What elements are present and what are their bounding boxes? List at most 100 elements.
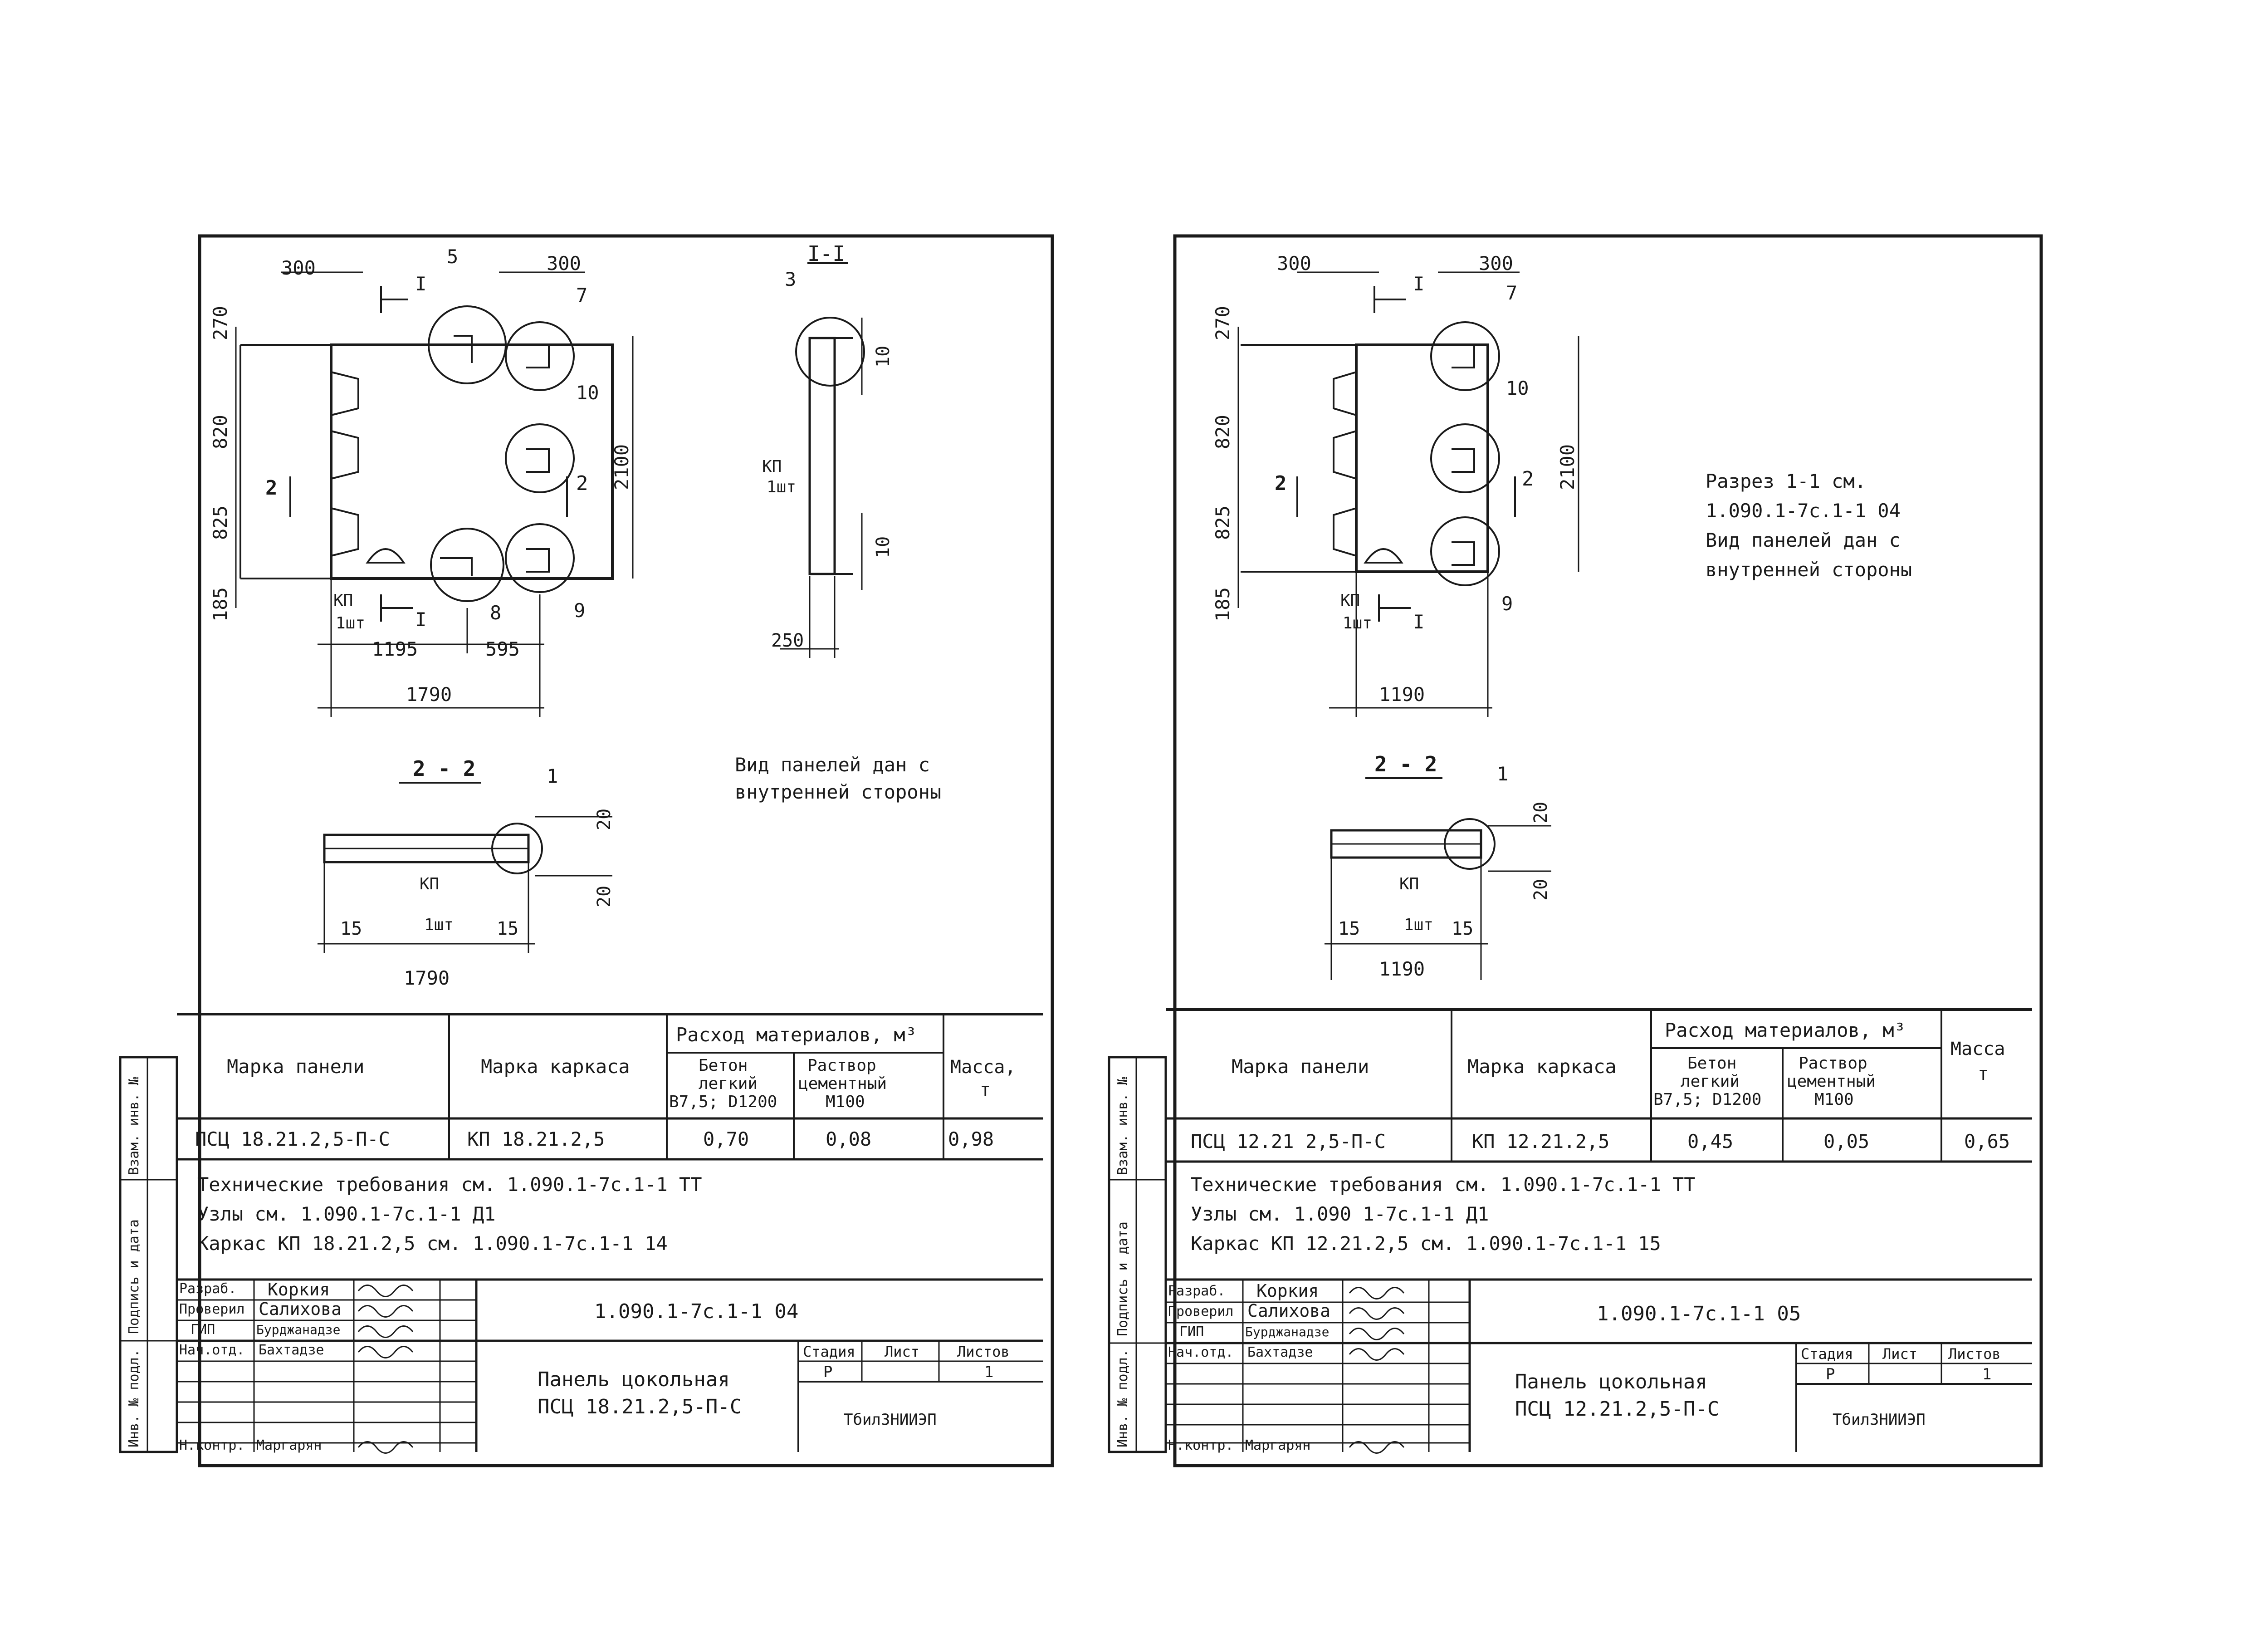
dim-height: 2100 (611, 444, 633, 490)
callout-10: 10 (576, 382, 599, 404)
section-22-dim-right: 15 (497, 918, 518, 939)
callout-9: 9 (574, 599, 585, 622)
callout-10-circle (505, 423, 575, 493)
name-gip-2: Бурджанадзе (1245, 1324, 1329, 1339)
section-22-kp: КП (420, 875, 439, 893)
row-frame: КП 18.21.2,5 (467, 1128, 605, 1150)
materials-table-1: Марка панели Марка каркаса Расход матери… (177, 1013, 1043, 1281)
side-label-inv: Инв. № подл. (126, 1349, 142, 1447)
section-11-title: I-I (807, 241, 845, 266)
view-note-line1: Вид панелей дан с (735, 754, 930, 776)
callout-5-circle (428, 305, 507, 384)
section-22-width-2: 1190 (1379, 958, 1425, 980)
name-norm-control-2: Маргарян (1245, 1437, 1311, 1453)
stage-label-2: Стадия (1801, 1345, 1853, 1363)
dim-left-2-2: 820 (1212, 415, 1234, 449)
section-22-width: 1790 (404, 967, 450, 989)
col-mark-header: Марка панели (227, 1055, 364, 1078)
doc-title-1-2: Панель цокольная (1515, 1370, 1707, 1393)
role-developer-2: Разраб. (1168, 1283, 1225, 1299)
section-22-kp-count: 1шт (424, 916, 454, 934)
side-strip-1: Взам. инв. № Подпись и дата Инв. № подл. (119, 1056, 178, 1453)
section-22-dim-bottom-2: 20 (1530, 879, 1551, 901)
role-head-2: Нач.отд. (1168, 1344, 1234, 1360)
section-22-dim-left: 15 (340, 918, 362, 939)
row-mass-2: 0,65 (1964, 1130, 2010, 1152)
section-mark-2-left: 2 (265, 476, 278, 500)
dim-left-3-2: 825 (1212, 505, 1234, 540)
col-materials-header: Расход материалов, м³ (676, 1024, 917, 1046)
col-mortar-2-2: цементный (1787, 1072, 1876, 1091)
side-label-inv-2: Инв. № подл. (1115, 1349, 1131, 1447)
dim-top-left: 300 (281, 257, 316, 279)
callout-9-circle (505, 523, 575, 593)
section-11-dim-bottom: 250 (771, 630, 804, 651)
col-mortar-2: цементный (798, 1074, 887, 1093)
section-11-kp: КП (762, 457, 782, 476)
dim-bottom-total-2: 1190 (1379, 683, 1425, 706)
doc-code: 1.090.1-7с.1-1 04 (594, 1300, 798, 1323)
role-norm-control-2: Н.контр. (1168, 1437, 1234, 1453)
org-name: ТбилЗНИИЭП (844, 1411, 937, 1429)
role-head: Нач.отд. (179, 1342, 245, 1358)
title-stamp-1: Разраб. Проверил ГИП Нач.отд. Н.контр. К… (177, 1280, 1043, 1454)
col-frame-header-2: Марка каркаса (1467, 1055, 1617, 1078)
name-norm-control: Маргарян (256, 1437, 322, 1453)
kp-count: 1шт (336, 614, 365, 633)
section-mark-1-bottom-2: I (1413, 611, 1424, 633)
col-concrete-3: В7,5; D1200 (669, 1093, 777, 1111)
dim-left-4: 185 (209, 587, 231, 622)
dim-bottom-total: 1790 (406, 683, 452, 706)
role-checker: Проверил (179, 1301, 245, 1317)
materials-table-2: Марка панели Марка каркаса Расход матери… (1166, 1008, 2032, 1281)
section-mark-2-left-2: 2 (1275, 472, 1287, 495)
sheet-label: Лист (885, 1343, 919, 1360)
dim-top-right-2: 300 (1479, 252, 1513, 275)
callout-7-circle-2 (1430, 321, 1500, 391)
name-checker: Салихова (259, 1299, 342, 1319)
name-checker-2: Салихова (1247, 1301, 1330, 1321)
kp-count-2: 1шт (1343, 614, 1372, 633)
dim-left-1: 270 (209, 306, 231, 340)
col-concrete-3-2: В7,5; D1200 (1653, 1090, 1761, 1109)
section-22-kp-count-2: 1шт (1404, 916, 1433, 934)
col-mass-1-2: Масса (1950, 1039, 2005, 1059)
sheet-1: 300 300 270 820 825 185 2100 1195 595 17… (119, 234, 1054, 1467)
requirement-1-2: Технические требования см. 1.090.1-7с.1-… (1191, 1173, 1696, 1196)
dim-bottom-2: 595 (485, 638, 520, 660)
panel-elevation-1: 300 300 270 820 825 185 2100 1195 595 17… (209, 245, 634, 717)
sheet-1-frame (198, 234, 1054, 1467)
note2-line3: Вид панелей дан с (1706, 529, 1901, 551)
side-label-replace-2: Взам. инв. № (1115, 1077, 1131, 1175)
name-developer-2: Коркия (1256, 1281, 1319, 1301)
requirement-2-2: Узлы см. 1.090 1-7с.1-1 Д1 (1191, 1203, 1489, 1225)
panel-outline-2 (1355, 343, 1489, 573)
section-mark-1-top-2: I (1413, 273, 1424, 295)
requirement-2: Узлы см. 1.090.1-7с.1-1 Д1 (197, 1203, 495, 1225)
row-concrete-2: 0,45 (1687, 1130, 1733, 1152)
row-mass: 0,98 (948, 1128, 994, 1150)
row-mark-2: ПСЦ 12.21 2,5-П-С (1191, 1130, 1386, 1152)
row-mortar: 0,08 (826, 1128, 871, 1150)
col-concrete-1-2: Бетон (1687, 1054, 1736, 1073)
col-mortar-3-2: М100 (1814, 1090, 1854, 1109)
role-gip-2: ГИП (1179, 1324, 1204, 1340)
section-mark-2-right: 2 (576, 472, 588, 495)
kp-label-2: КП (1340, 591, 1360, 610)
doc-title-2-2: ПСЦ 12.21.2,5-П-С (1515, 1398, 1719, 1421)
row-frame-2: КП 12.21.2,5 (1472, 1130, 1609, 1152)
org-name-2: ТбилЗНИИЭП (1833, 1411, 1926, 1429)
section-11-kp-count: 1шт (767, 478, 796, 496)
stage-label: Стадия (803, 1343, 855, 1360)
section-mark-2-right-2: 2 (1522, 467, 1534, 490)
section-22-dim-top: 20 (594, 809, 615, 830)
note2-line1: Разрез 1-1 см. (1706, 470, 1866, 492)
dim-height-2: 2100 (1556, 444, 1579, 490)
sheets-value: 1 (984, 1363, 993, 1381)
name-head-2: Бахтадзе (1247, 1344, 1313, 1360)
section-2-2: 2 - 2 1 20 20 15 15 1790 КП 1шт (318, 756, 615, 989)
callout-10-circle-2 (1430, 423, 1500, 493)
sheet-2: 300 300 270 820 825 185 2100 1190 I I 2 … (1108, 234, 2043, 1467)
callout-8: 8 (490, 602, 501, 624)
requirement-1: Технические требования см. 1.090.1-7с.1-… (197, 1173, 702, 1196)
